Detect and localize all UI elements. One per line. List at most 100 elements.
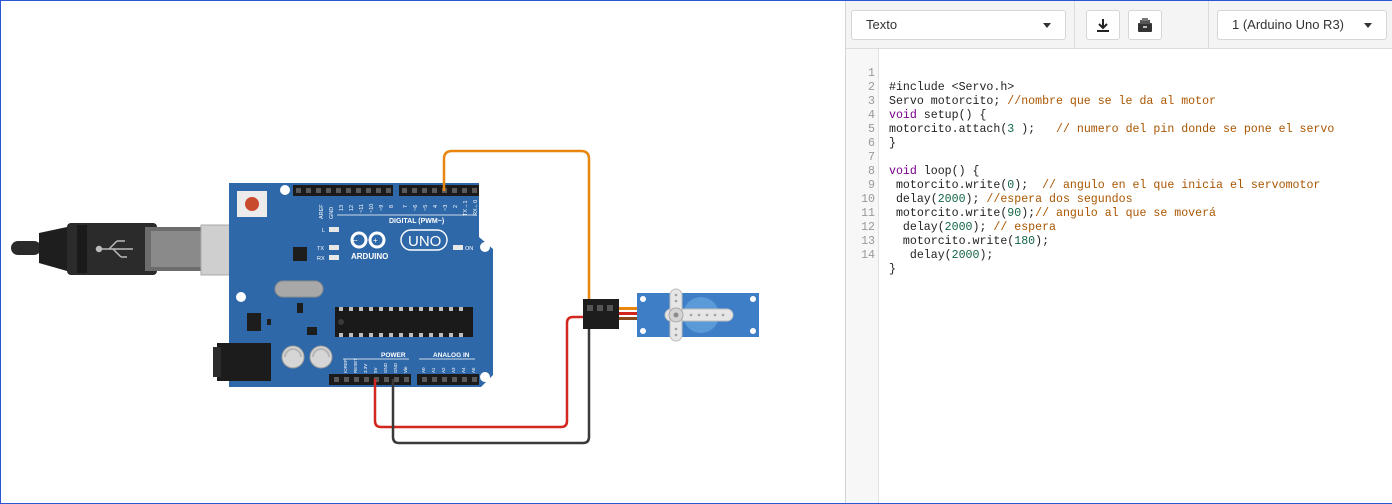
pin-label: ~9: [379, 205, 385, 211]
code-editor[interactable]: 1 #include <Servo.h> 2 Servo motorcito; …: [846, 49, 1392, 503]
mount-hole: [236, 292, 246, 302]
code-text: void loop() {: [889, 165, 980, 178]
servo-motor[interactable]: [583, 288, 759, 342]
led-rx: [329, 255, 339, 260]
library-button[interactable]: [1128, 10, 1162, 40]
code-line: 3 void setup() {: [846, 81, 986, 122]
code-text: }: [889, 263, 896, 276]
code-text: void setup() {: [889, 109, 987, 122]
power-header[interactable]: [329, 374, 479, 385]
line-number: 12: [861, 221, 875, 234]
led-on-label: ON: [465, 246, 473, 252]
chevron-down-icon: [1364, 23, 1372, 28]
line-number: 11: [861, 207, 875, 220]
code-panel: Texto 1 (Arduino Uno R3) 1: [845, 1, 1392, 503]
mount-hole: [480, 372, 490, 382]
usb-chip: [293, 247, 307, 261]
line-number: 2: [868, 81, 875, 94]
pin-label: IOREF: [343, 359, 348, 373]
code-line: 6: [846, 123, 888, 150]
capacitor-small: [297, 303, 303, 313]
usb-icon: [95, 240, 133, 258]
digital-header[interactable]: [293, 185, 479, 196]
pin-label: A5: [471, 367, 476, 373]
model-label: UNO: [408, 233, 441, 250]
line-number: 8: [868, 165, 875, 178]
led-l: [329, 227, 339, 232]
code-text: motorcito.write(0); // angulo en el que …: [889, 179, 1321, 192]
code-line: 5 }: [846, 109, 896, 150]
pin-label: 7: [403, 205, 409, 208]
download-icon: [1097, 19, 1109, 32]
pin-label: A0: [421, 367, 426, 373]
regulator: [247, 313, 261, 331]
pin-label: 4: [433, 205, 439, 208]
digital-header-label: DIGITAL (PWM~): [389, 218, 444, 225]
code-text: Servo motorcito; //nombre que se le da a…: [889, 95, 1217, 108]
code-line: 1 #include <Servo.h>: [846, 53, 1014, 94]
code-line: 7 void loop() {: [846, 137, 979, 178]
power-jack-lip: [213, 347, 221, 377]
pin-label: TX→1: [463, 200, 469, 216]
capacitor-mark: [312, 348, 330, 358]
code-line: 4 motorcito.attach(3 ); // numero del pi…: [846, 95, 1334, 136]
pin-label: A1: [431, 367, 436, 373]
line-number: 9: [868, 179, 875, 192]
code-line: 9 delay(2000); //espera dos segundos: [846, 165, 1133, 206]
code-line: 14 }: [846, 235, 896, 276]
microcontroller-chip: [335, 307, 473, 337]
mount-hole: [480, 242, 490, 252]
pin-label: ~10: [369, 204, 375, 213]
code-text: delay(2000);: [889, 249, 994, 262]
circuit-canvas[interactable]: AREF GND 13 12 ~11 ~10 ~9 8 7 ~6 ~5 4 ~3…: [1, 1, 845, 503]
crystal: [274, 280, 324, 298]
usb-cable[interactable]: [11, 223, 203, 275]
code-text: delay(2000); // espera: [889, 221, 1057, 234]
pin-label: ~11: [359, 204, 365, 213]
pin-label: ~3: [443, 205, 449, 211]
pin-label: RESET: [353, 358, 358, 373]
led-rx-label: RX: [317, 256, 325, 262]
code-line: 10 motorcito.write(90);// angulo al que …: [846, 179, 1216, 220]
ground-wire[interactable]: [391, 327, 591, 445]
logo-plus: +: [373, 236, 378, 245]
pin-label: 2: [453, 205, 459, 208]
board-select-dropdown[interactable]: 1 (Arduino Uno R3): [1217, 10, 1387, 40]
code-text: }: [889, 137, 896, 150]
line-number: 3: [868, 95, 875, 108]
toolbar-divider: [1074, 1, 1075, 48]
pin-label: 13: [339, 205, 345, 211]
power-jack: [217, 343, 271, 381]
code-line: 2 Servo motorcito; //nombre que se le da…: [846, 67, 1216, 108]
code-text: motorcito.attach(3 ); // numero del pin …: [889, 123, 1335, 136]
code-mode-dropdown[interactable]: Texto: [851, 10, 1066, 40]
pin-label: 12: [349, 205, 355, 211]
led-tx: [329, 245, 339, 250]
brand-label: ARDUINO: [351, 252, 388, 261]
toolbar-divider: [1208, 1, 1209, 48]
pin-label: Vin: [403, 366, 408, 373]
reset-button-cap: [245, 197, 259, 211]
pin-label: A2: [441, 367, 446, 373]
signal-wire[interactable]: [442, 149, 591, 305]
line-number: 7: [868, 151, 875, 164]
pin-label: 3.3V: [363, 364, 368, 373]
line-number: 4: [868, 109, 875, 122]
pin-label: ~6: [413, 205, 419, 211]
pin-label: GND: [329, 207, 335, 219]
pin-label: RX←0: [473, 200, 479, 216]
power-header-label: POWER: [381, 352, 406, 359]
pin-label: 8: [389, 205, 395, 208]
power-wire[interactable]: [373, 315, 589, 429]
code-text: motorcito.write(90);// angulo al que se …: [889, 207, 1217, 220]
code-text: motorcito.write(180);: [889, 235, 1050, 248]
led-tx-label: TX: [317, 246, 324, 252]
capacitor-mark: [284, 348, 302, 358]
line-number: 13: [861, 235, 875, 248]
code-text: delay(2000); //espera dos segundos: [889, 193, 1133, 206]
code-line: 12 motorcito.write(180);: [846, 207, 1049, 248]
download-button[interactable]: [1086, 10, 1120, 40]
model-badge: [400, 229, 448, 251]
regulator-tab: [267, 319, 271, 325]
line-number: 6: [868, 137, 875, 150]
